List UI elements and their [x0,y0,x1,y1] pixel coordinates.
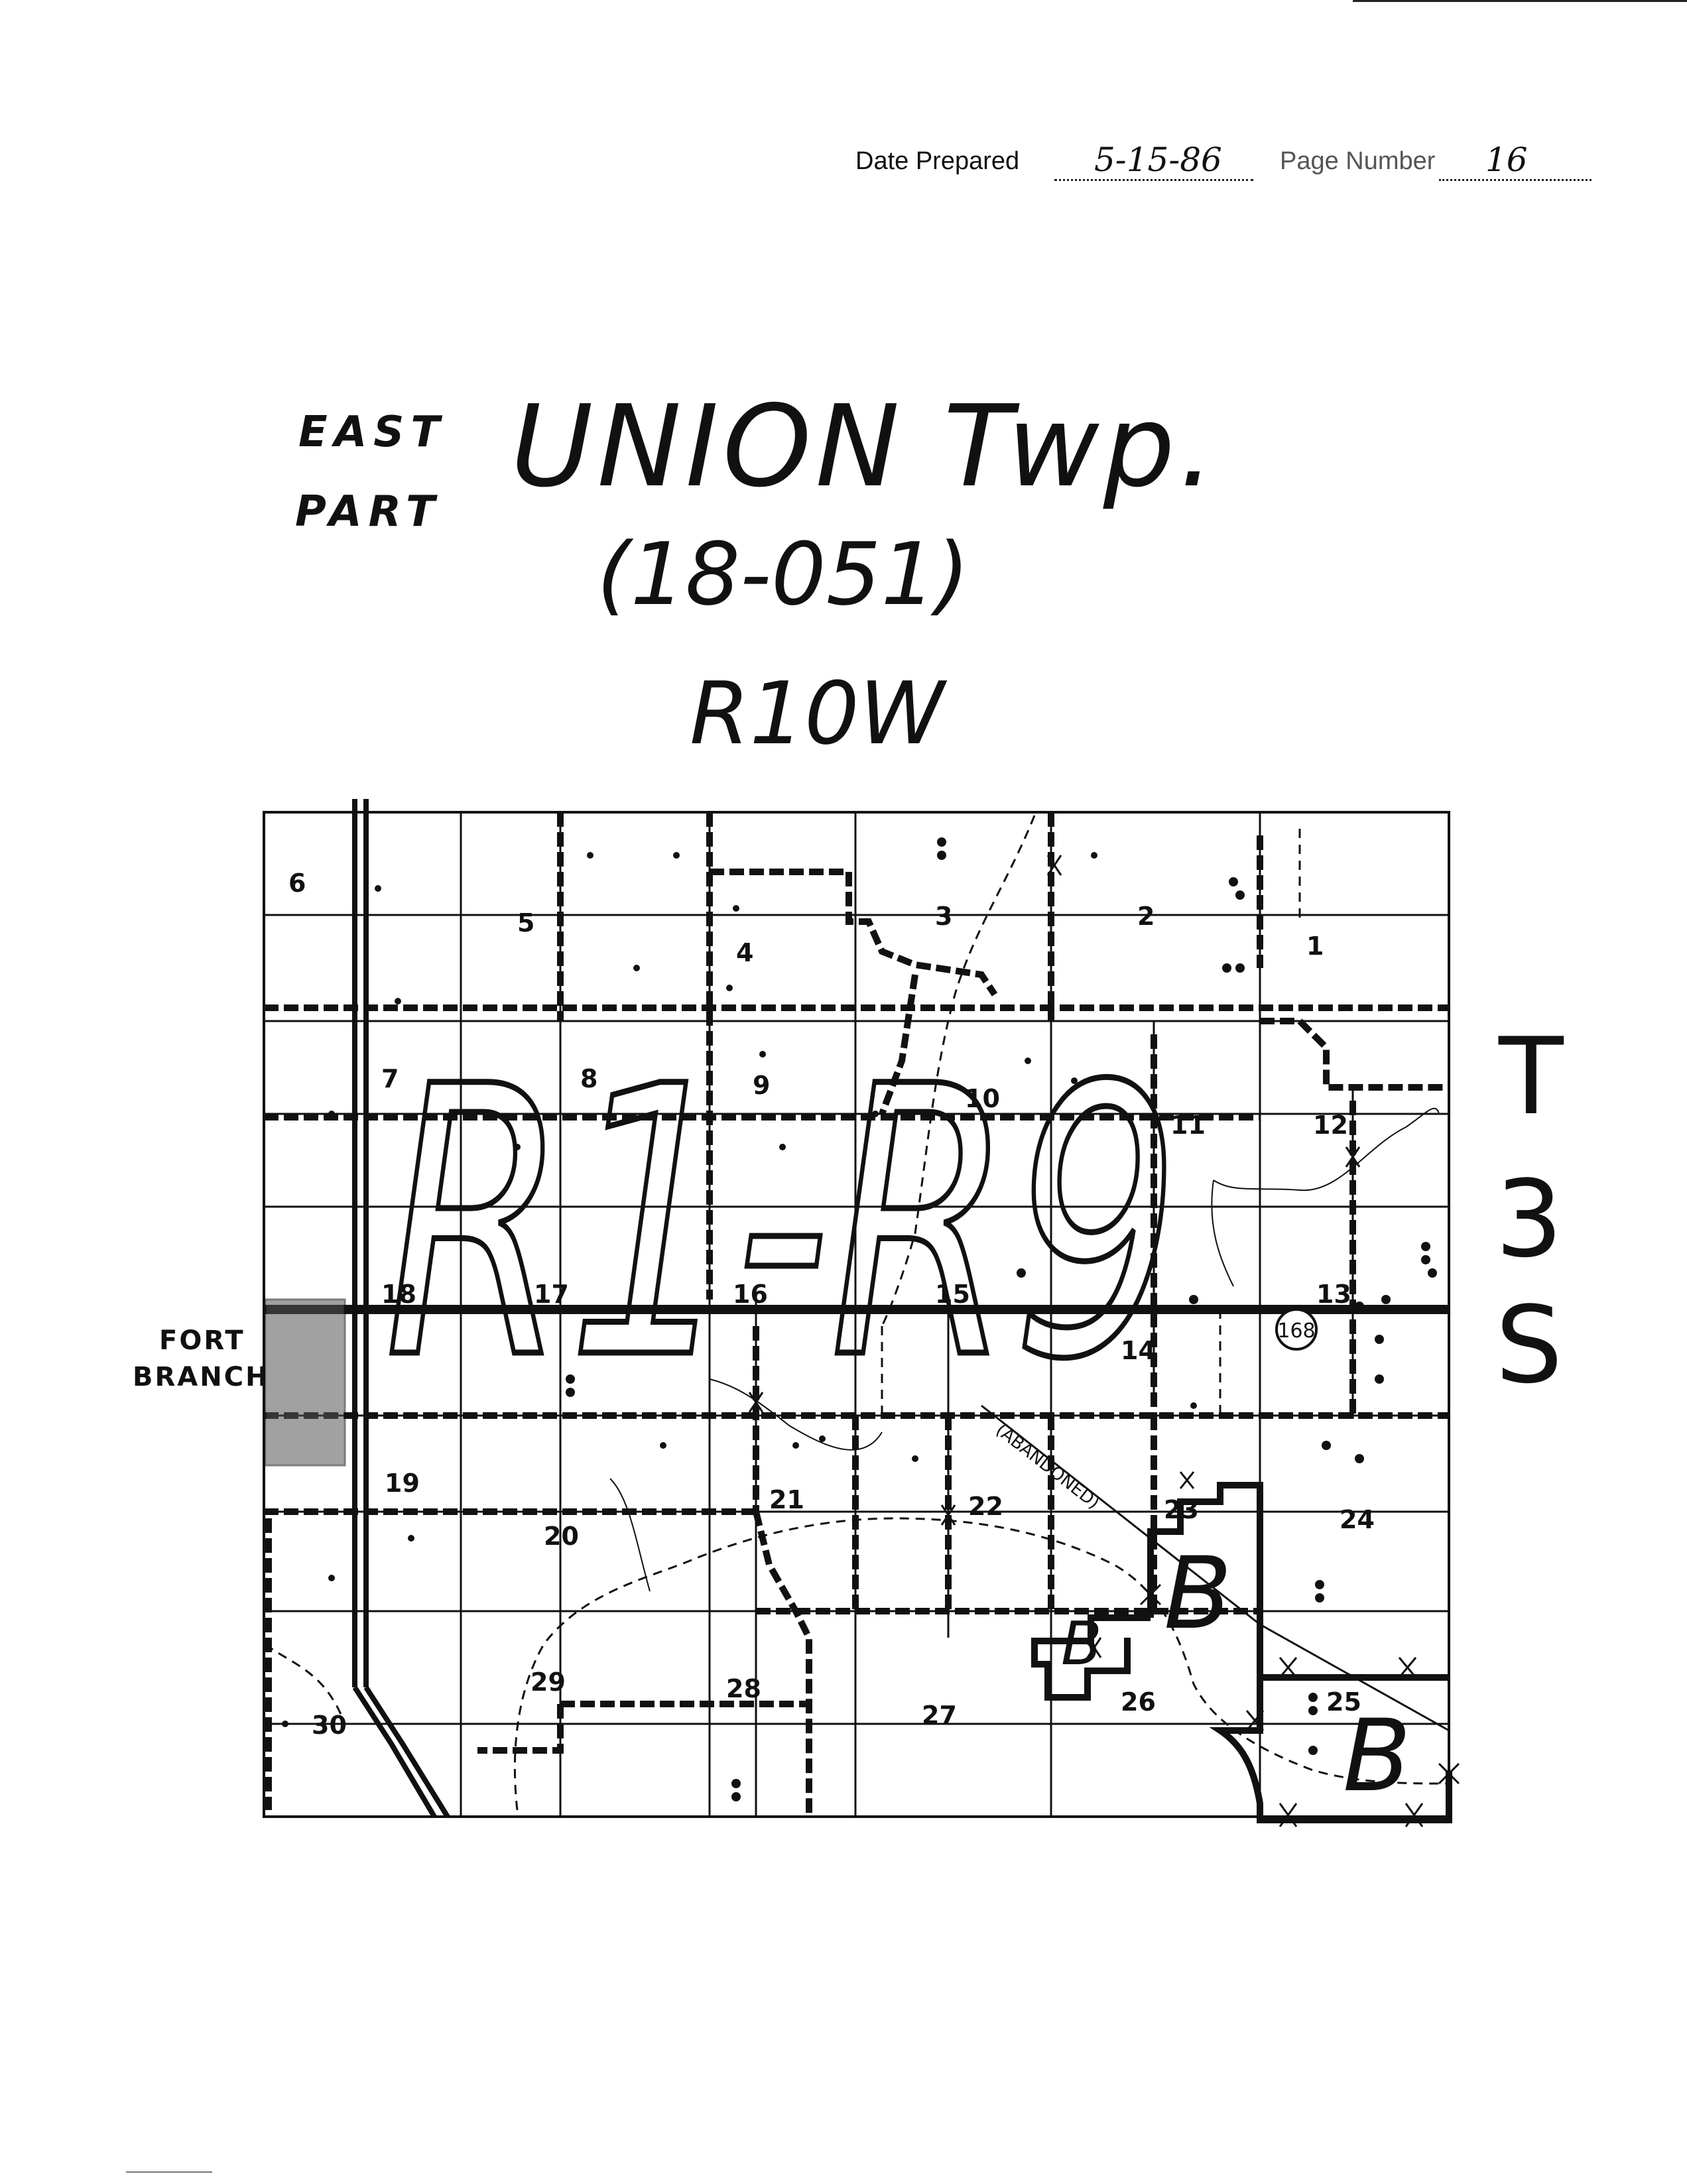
section-24: 24 [1340,1505,1375,1534]
dwelling-markers [282,837,1437,1801]
route-number: 168 [1277,1319,1315,1343]
section-13: 13 [1316,1280,1351,1309]
page-underline [1439,179,1592,181]
section-11: 11 [1170,1111,1206,1140]
section-18: 18 [381,1280,416,1309]
section-28: 28 [726,1674,761,1703]
date-underline [1054,179,1253,181]
township-title: UNION Twp. [511,381,1219,513]
b-mark-section-25: B [1343,1699,1411,1814]
boundary-b-outline [1031,1482,1452,1823]
east-label: EAST [298,408,446,457]
section-6: 6 [288,869,306,898]
section-14: 14 [1121,1336,1156,1365]
section-29: 29 [531,1668,566,1697]
road-crossings [748,855,1460,1827]
section-30: 30 [312,1711,347,1740]
page-edge-line [1353,0,1687,2]
page-number-value: 16 [1485,141,1528,179]
section-20: 20 [544,1522,579,1551]
page-number-label: Page Number [1280,147,1436,175]
section-27: 27 [922,1701,957,1730]
railroad [352,799,450,1819]
county-roads [264,812,1449,1817]
b-mark-section-26: B [1061,1609,1102,1679]
town-fort-branch [264,1298,346,1467]
township-number: 3 [1495,1157,1563,1281]
b-mark-section-23: B [1164,1536,1232,1652]
section-10: 10 [965,1084,1000,1113]
footer-line [126,2171,212,2173]
section-25: 25 [1326,1687,1361,1717]
part-label: PART [295,487,442,536]
section-1: 1 [1306,932,1324,961]
section-12: 12 [1313,1111,1348,1140]
section-7: 7 [381,1064,399,1093]
section-19: 19 [385,1469,420,1498]
section-17: 17 [534,1280,569,1309]
town-label-branch: BRANCH [133,1362,270,1392]
streams [609,1107,1440,1592]
range-label: R10W [690,663,945,764]
section-16: 16 [733,1280,768,1309]
township-code: (18-051) [597,524,969,625]
section-9: 9 [753,1071,770,1100]
section-2: 2 [1137,902,1155,931]
section-3: 3 [935,902,952,931]
section-26: 26 [1121,1687,1156,1717]
section-8: 8 [580,1064,597,1093]
date-prepared-value: 5-15-86 [1094,141,1222,179]
section-numbers: 1 2 3 4 5 6 7 8 9 10 11 12 13 14 15 16 1… [288,869,1375,1740]
township-letter-t: T [1499,1014,1564,1138]
section-4: 4 [736,938,753,967]
route-168-shield: 168 [1275,1308,1318,1351]
zoning-overlay-r1-r9: R1-R9 [385,1008,1180,1441]
township-letter-s: S [1495,1283,1563,1407]
dashed-boundaries [265,815,1446,1811]
document-header: Date Prepared 5-15-86 Page Number 16 [855,139,1592,192]
section-5: 5 [517,908,534,938]
date-prepared-label: Date Prepared [855,147,1020,175]
section-21: 21 [769,1485,804,1514]
section-23: 23 [1164,1495,1199,1524]
section-22: 22 [968,1492,1003,1521]
section-15: 15 [935,1280,970,1309]
town-label-fort: FORT [159,1325,245,1356]
